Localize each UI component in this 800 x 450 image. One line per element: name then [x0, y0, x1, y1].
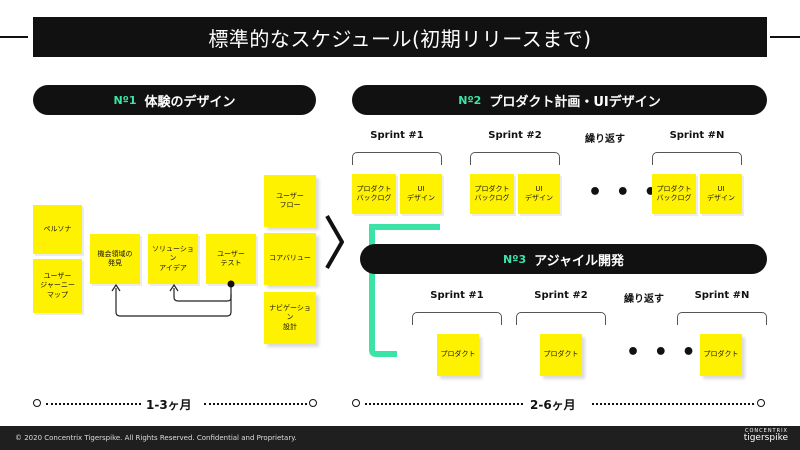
brand-logo: CONCENTRIX tigerspike [743, 428, 788, 444]
note-persona: ペルソナ [33, 205, 82, 254]
timeline1-duration: 1-3ヶ月 [146, 398, 192, 412]
title-left-rule [0, 36, 28, 38]
phase2-ellipsis: • • • [588, 180, 661, 205]
timeline1-dots-right [204, 403, 307, 405]
note-p2s1-backlog: プロダクト バックログ [352, 174, 396, 214]
note-user-journey-map: ユーザー ジャーニー マップ [33, 259, 82, 313]
page-title: 標準的なスケジュール(初期リリースまで) [33, 17, 767, 57]
phase2-repeat-label: 繰り返す [585, 134, 625, 145]
brand-small-text: CONCENTRIX [745, 428, 788, 434]
title-right-rule [770, 36, 800, 38]
phase2-number: Nº2 [458, 93, 482, 107]
note-p2sN-ui-design: UI デザイン [700, 174, 742, 214]
note-navigation-design: ナビゲーション 設計 [264, 292, 316, 344]
phase1-label: 体験のデザイン [144, 94, 236, 110]
note-opportunity-discovery: 機会領域の 発見 [90, 234, 140, 284]
timeline1-dots-left [46, 403, 141, 405]
footer: © 2020 Concentrix Tigerspike. All Rights… [0, 426, 800, 450]
phase3-sprintN-label: Sprint #N [694, 290, 750, 301]
note-solution-idea: ソリューション アイデア [148, 234, 198, 284]
timeline1-end-circle [309, 399, 317, 407]
phase2-sprint1-bracket [352, 152, 442, 165]
phase2-label: プロダクト計画・UIデザイン [489, 94, 661, 110]
note-p2s2-backlog: プロダクト バックログ [470, 174, 514, 214]
phase2-to-phase3-connector [369, 224, 440, 357]
timeline2-dots-right [592, 403, 754, 405]
note-user-flow: ユーザー フロー [264, 175, 316, 227]
note-p3s2-product: プロダクト [540, 334, 582, 376]
timeline2-end-circle [757, 399, 765, 407]
timeline2-dots-left [365, 403, 523, 405]
page-title-text: 標準的なスケジュール(初期リリースまで) [208, 26, 592, 51]
brand-big-text: tigerspike [743, 433, 788, 444]
note-core-value: コアバリュー [264, 233, 316, 285]
phase2-sprint1-label: Sprint #1 [370, 130, 424, 141]
phase3-sprint2-bracket [516, 312, 606, 325]
phase2-sprint2-label: Sprint #2 [488, 130, 542, 141]
phase3-sprint2-label: Sprint #2 [534, 290, 588, 301]
phase2-pill: Nº2 プロダクト計画・UIデザイン [352, 85, 767, 115]
phase3-sprint1-bracket [412, 312, 502, 325]
phase1-pill: Nº1 体験のデザイン [33, 85, 316, 115]
phase3-ellipsis: • • • [626, 340, 699, 365]
footer-copyright: © 2020 Concentrix Tigerspike. All Rights… [15, 434, 297, 442]
phase3-number: Nº3 [503, 252, 527, 266]
note-user-test: ユーザー テスト [206, 234, 256, 284]
timeline2-start-circle [352, 399, 360, 407]
phase-transition-arrow [325, 215, 344, 269]
phase3-repeat-label: 繰り返す [624, 294, 664, 305]
phase2-sprintN-label: Sprint #N [669, 130, 725, 141]
phase3-pill: Nº3 アジャイル開発 [360, 244, 767, 274]
timeline1-start-circle [33, 399, 41, 407]
phase2-sprint2-bracket [470, 152, 560, 165]
phase2-sprintN-bracket [652, 152, 742, 165]
phase3-label: アジャイル開発 [534, 253, 624, 269]
note-p2s2-ui-design: UI デザイン [518, 174, 560, 214]
note-p2sN-backlog: プロダクト バックログ [652, 174, 696, 214]
feedback-loop-arrows [111, 280, 235, 317]
phase1-number: Nº1 [113, 93, 137, 107]
note-p3s1-product: プロダクト [437, 334, 479, 376]
note-p2s1-ui-design: UI デザイン [400, 174, 442, 214]
note-p3sN-product: プロダクト [700, 334, 742, 376]
phase3-sprintN-bracket [677, 312, 767, 325]
timeline2-duration: 2-6ヶ月 [530, 398, 576, 412]
phase3-sprint1-label: Sprint #1 [430, 290, 484, 301]
